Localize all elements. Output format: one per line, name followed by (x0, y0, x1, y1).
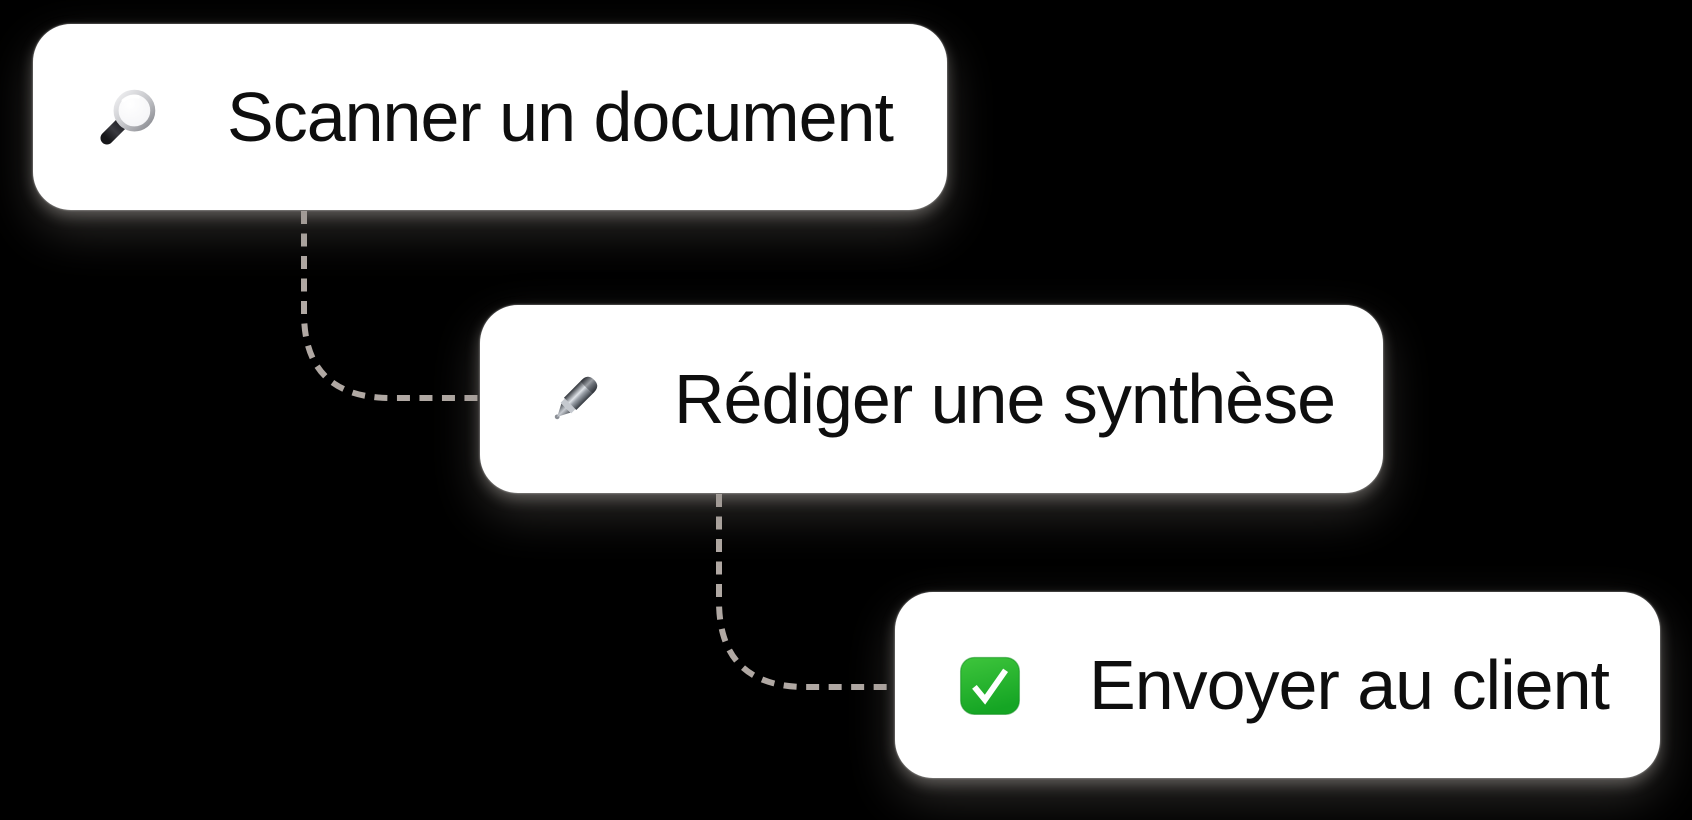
check-mark-emoji-icon (957, 652, 1023, 718)
step-label-send-client: Envoyer au client (1089, 646, 1610, 724)
step-label-scan-document: Scanner un document (227, 78, 894, 156)
connector-step2-step3 (716, 494, 894, 690)
magnifying-glass-emoji-icon (95, 84, 161, 150)
pen-emoji-icon (542, 366, 608, 432)
connector-step1-step2 (301, 211, 479, 401)
workflow-step-write-summary[interactable]: Rédiger une synthèse (480, 305, 1383, 493)
step-label-write-summary: Rédiger une synthèse (674, 360, 1336, 438)
workflow-step-send-client[interactable]: Envoyer au client (895, 592, 1660, 778)
workflow-step-scan-document[interactable]: Scanner un document (33, 24, 947, 210)
